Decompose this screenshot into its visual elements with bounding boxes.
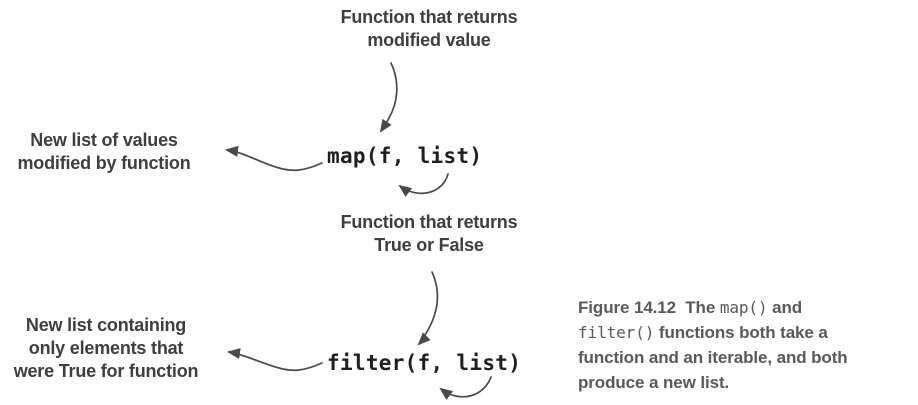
caption-text: and bbox=[767, 298, 803, 317]
filter-function-annotation: Function that returns True or False bbox=[340, 212, 518, 255]
curved-arrow-into-filter-bottom bbox=[439, 376, 492, 400]
curved-arrow-into-map-bottom bbox=[398, 173, 449, 197]
map-function-annotation: Function that returns modified value bbox=[340, 7, 518, 50]
caption-line: Figure 14.12 The map() and bbox=[578, 295, 918, 320]
caption-text: functions both take a bbox=[654, 323, 828, 342]
caption-text: The bbox=[676, 298, 720, 317]
filter-result-annotation: New list containing only elements that w… bbox=[13, 315, 199, 381]
curved-arrow-filter-to-result bbox=[227, 348, 323, 372]
caption-line: produce a new list. bbox=[578, 370, 918, 395]
caption-text: Figure 14.12 bbox=[578, 298, 677, 317]
caption-code-text: map() bbox=[719, 298, 768, 317]
map-call-code: map(f, list) bbox=[327, 144, 483, 168]
caption-code-text: filter() bbox=[578, 323, 655, 342]
curved-arrow-function-to-filter bbox=[417, 271, 439, 346]
caption-text: function and an iterable, and both bbox=[578, 348, 848, 367]
caption-line: filter() functions both take a bbox=[578, 320, 918, 345]
caption-line: function and an iterable, and both bbox=[578, 345, 918, 370]
curved-arrow-function-to-map bbox=[379, 62, 398, 133]
filter-call-code: filter(f, list) bbox=[327, 351, 522, 375]
map-result-annotation: New list of values modified by function bbox=[17, 130, 191, 173]
curved-arrow-map-to-result bbox=[225, 145, 323, 172]
caption-text: produce a new list. bbox=[578, 373, 730, 392]
